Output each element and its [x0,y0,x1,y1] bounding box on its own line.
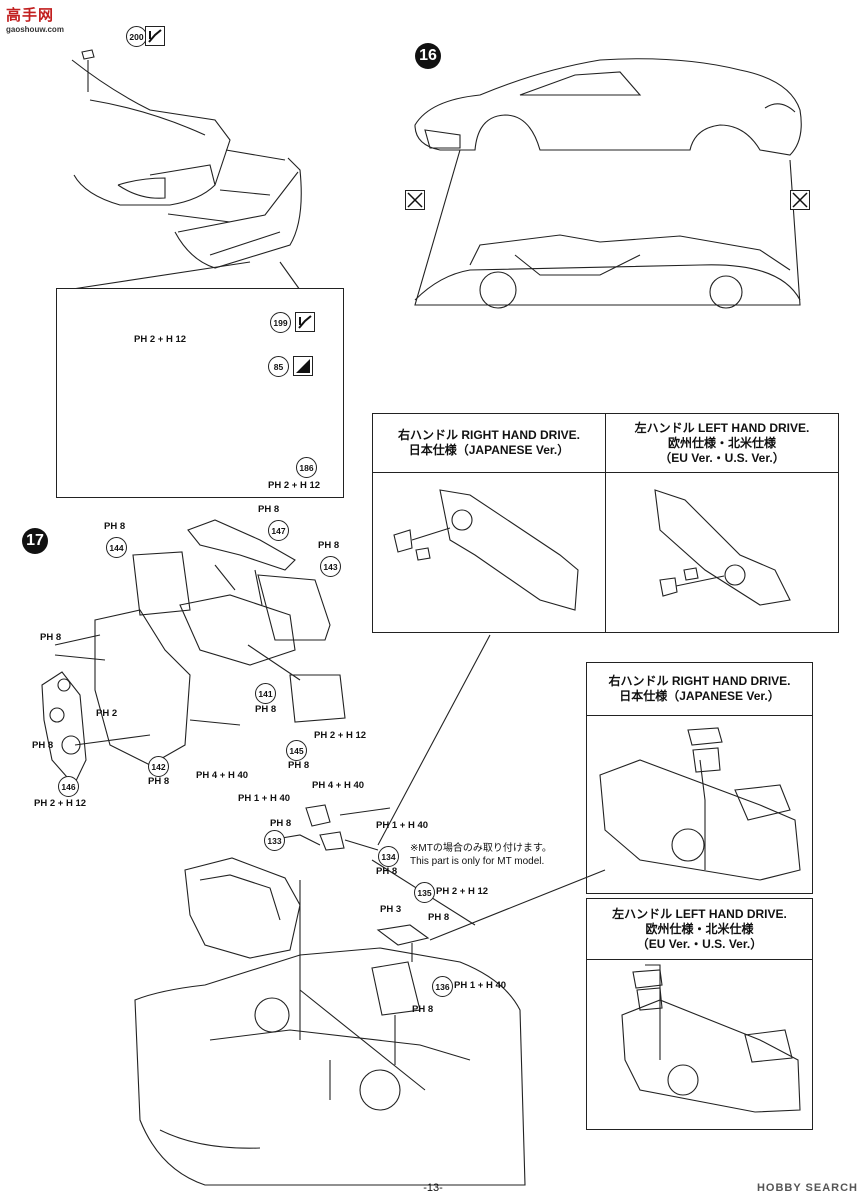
rhd-title: 右ハンドル RIGHT HAND DRIVE. [397,428,580,442]
mt-note-jp: ※MTの場合のみ取り付けます。 [410,843,552,854]
paint-callout: PH 8 [376,866,398,877]
lhd-battery-header: 左ハンドル LEFT HAND DRIVE. 欧州仕様・北米仕様 （EU Ver… [587,899,812,960]
paint-callout: PH 2 + H 12 [314,730,367,741]
step-number-16: 16 [415,43,441,69]
part-number-186: 186 [296,457,317,478]
paint-callout: PH 8 [255,704,277,715]
mt-note-en: This part is only for MT model. [410,856,545,867]
paint-callout: PH 8 [258,504,280,515]
drive-variant-panel: 右ハンドル RIGHT HAND DRIVE. 日本仕様（JAPANESE Ve… [372,413,839,633]
panel-header: 右ハンドル RIGHT HAND DRIVE. 日本仕様（JAPANESE Ve… [373,414,838,473]
part-number-136: 136 [432,976,453,997]
paint-callout: PH 2 + H 12 [34,798,87,809]
paint-brush-icon [295,312,315,332]
lhd-subtitle-2: （EU Ver.・U.S. Ver.） [659,450,785,465]
no-glue-icon [790,190,810,210]
part-number-135: 135 [414,882,435,903]
part-number-200: 200 [126,26,147,47]
paint-callout: PH 1 + H 40 [238,793,291,804]
paint-callout: PH 2 [96,708,118,719]
divider [605,414,606,472]
rhd-subtitle: 日本仕様（JAPANESE Ver.） [619,689,780,703]
no-glue-icon [405,190,425,210]
rhd-battery-panel: 右ハンドル RIGHT HAND DRIVE. 日本仕様（JAPANESE Ve… [586,662,813,894]
lhd-battery-panel: 左ハンドル LEFT HAND DRIVE. 欧州仕様・北米仕様 （EU Ver… [586,898,813,1130]
divider [605,472,606,632]
paint-callout: PH 8 [104,521,126,532]
part-number-141: 141 [255,683,276,704]
lhd-subtitle: 欧州仕様・北米仕様 [645,921,754,936]
paint-callout: PH 8 [32,740,54,751]
decal-icon [293,356,313,376]
part-number-144: 144 [106,537,127,558]
part-number-199: 199 [270,312,291,333]
part-number-143: 143 [320,556,341,577]
rhd-header: 右ハンドル RIGHT HAND DRIVE. 日本仕様（JAPANESE Ve… [373,414,605,472]
hobby-search-watermark: HOBBY SEARCH [756,1182,858,1194]
paint-callout: PH 8 [428,912,450,923]
lhd-title: 左ハンドル LEFT HAND DRIVE. [612,906,787,921]
paint-callout: PH 8 [288,760,310,771]
rhd-title: 右ハンドル RIGHT HAND DRIVE. [608,674,791,688]
mt-only-note: ※MTの場合のみ取り付けます。 This part is only for MT… [410,842,552,868]
part-number-134: 134 [378,846,399,867]
paint-callout: PH 2 + H 12 [436,886,489,897]
lhd-header: 左ハンドル LEFT HAND DRIVE. 欧州仕様・北米仕様 （EU Ver… [606,414,838,472]
part-number-133: 133 [264,830,285,851]
part-number-145: 145 [286,740,307,761]
part-number-147: 147 [268,520,289,541]
paint-callout: PH 1 + H 40 [376,820,429,831]
paint-brush-icon [145,26,165,46]
part-number-146: 146 [58,776,79,797]
lhd-subtitle: 欧州仕様・北米仕様 [667,435,776,450]
paint-callout: PH 3 [380,904,402,915]
paint-callout: PH 8 [318,540,340,551]
rhd-subtitle: 日本仕様（JAPANESE Ver.） [408,443,570,457]
paint-callout: PH 8 [148,776,170,787]
rhd-battery-header: 右ハンドル RIGHT HAND DRIVE. 日本仕様（JAPANESE Ve… [587,663,812,716]
page-number: -13- [423,1182,443,1194]
paint-callout: PH 8 [40,632,62,643]
paint-callout: PH 4 + H 40 [196,770,249,781]
part-number-85: 85 [268,356,289,377]
paint-callout: PH 2 + H 12 [134,334,187,345]
step-number-17: 17 [22,528,48,554]
paint-callout: PH 4 + H 40 [312,780,365,791]
paint-callout: PH 2 + H 12 [268,480,321,491]
lhd-title: 左ハンドル LEFT HAND DRIVE. [634,420,810,435]
paint-callout: PH 1 + H 40 [454,980,507,991]
part-number-142: 142 [148,756,169,777]
lhd-subtitle-2: （EU Ver.・U.S. Ver.） [636,936,763,951]
paint-callout: PH 8 [412,1004,434,1015]
paint-callout: PH 8 [270,818,292,829]
